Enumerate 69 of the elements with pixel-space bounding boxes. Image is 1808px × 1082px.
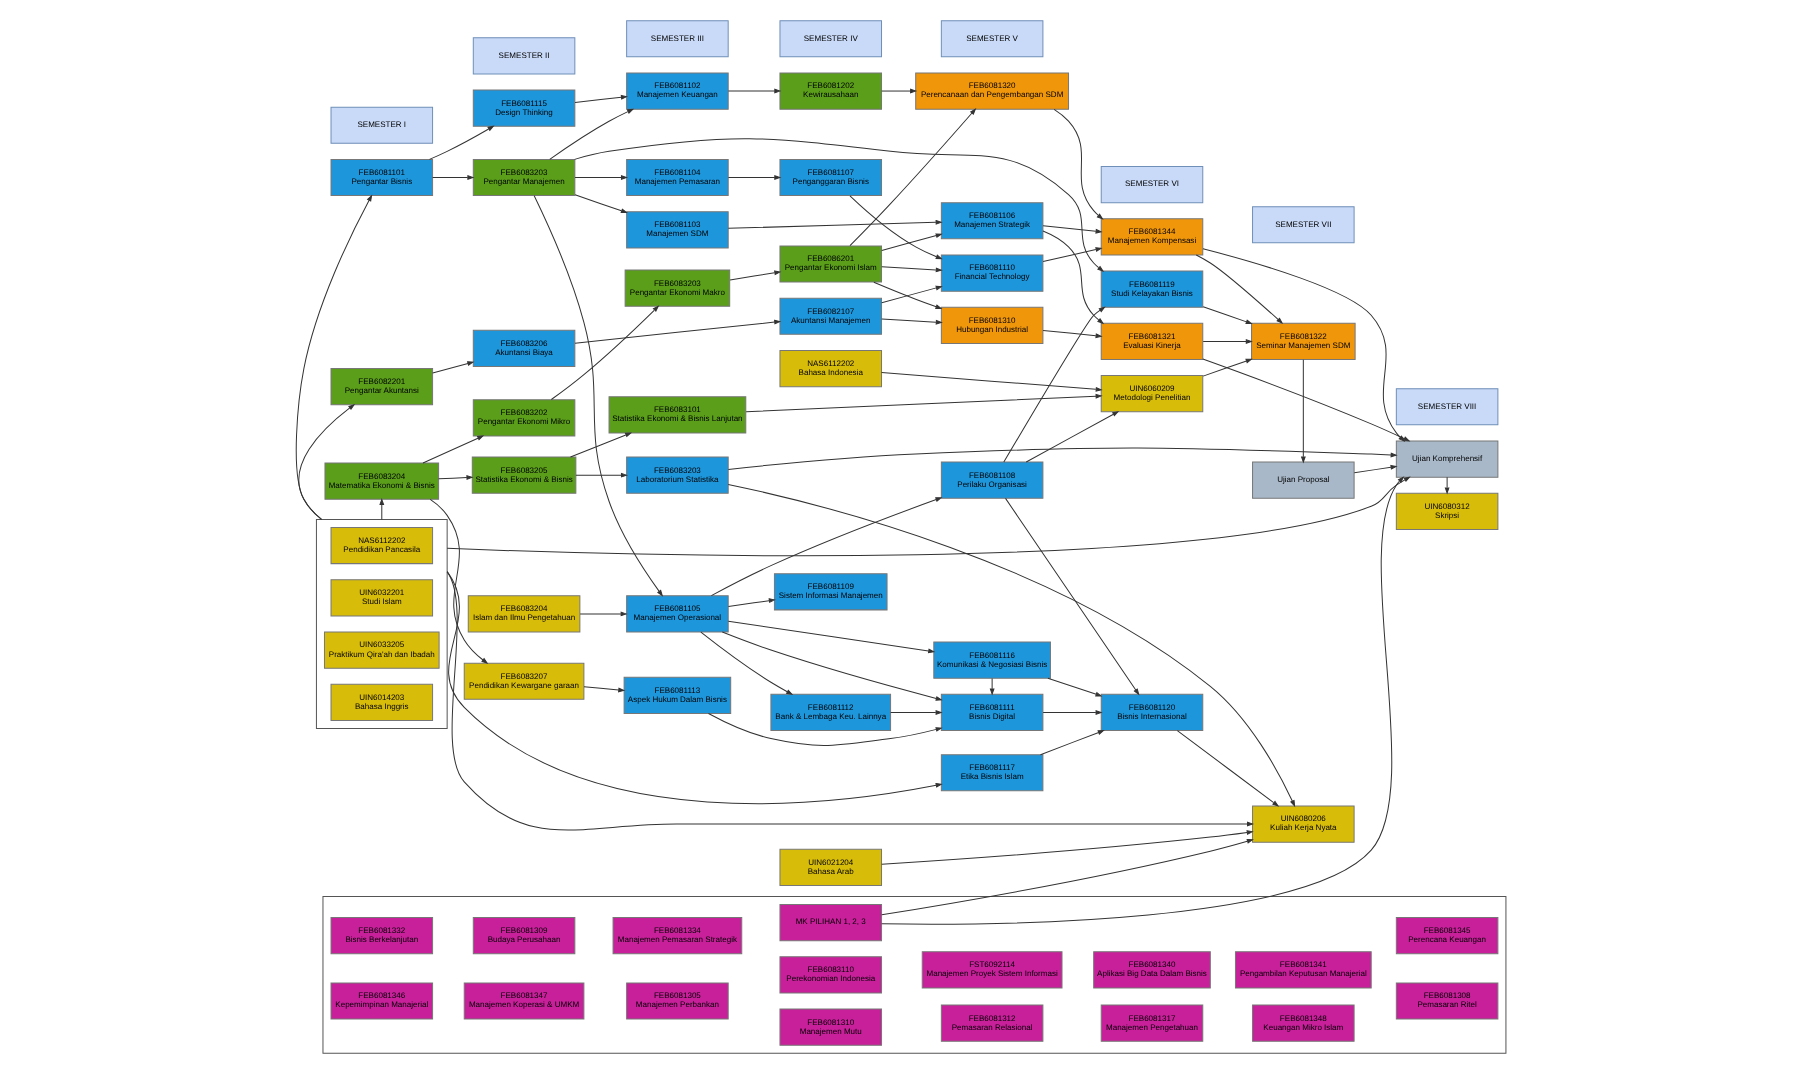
arrow	[720, 631, 942, 701]
arrow	[880, 476, 1404, 925]
arrow	[726, 219, 942, 229]
cluster	[314, 518, 447, 730]
arrow	[726, 88, 781, 94]
arrow	[728, 270, 781, 281]
arrow	[988, 677, 994, 696]
arrow	[880, 830, 1253, 865]
arrow	[880, 88, 917, 94]
arrow	[428, 125, 494, 160]
arrow	[1299, 359, 1305, 464]
arrow	[445, 476, 1410, 557]
arrow	[880, 318, 942, 325]
arrow	[1004, 497, 1139, 696]
arrow	[568, 432, 632, 458]
arrow	[889, 709, 942, 715]
arrow	[699, 631, 793, 695]
cluster	[321, 895, 1506, 1054]
arrow	[1039, 730, 1104, 756]
arrow	[532, 195, 663, 597]
arrow	[548, 108, 634, 160]
arrow	[880, 266, 942, 273]
arrow	[573, 94, 627, 103]
arrow	[726, 447, 1397, 470]
arrow	[573, 138, 1104, 272]
arrow	[1201, 306, 1252, 325]
arrow	[1024, 411, 1119, 463]
arrow	[848, 108, 976, 247]
arrow	[880, 233, 942, 251]
arrow	[1352, 464, 1397, 474]
arrow	[1041, 709, 1102, 715]
arrow	[872, 281, 942, 309]
arrow	[582, 686, 625, 693]
arrow	[848, 195, 942, 260]
arrow	[744, 393, 1102, 413]
arrow	[1041, 247, 1102, 263]
arrow	[437, 475, 473, 481]
arrow	[573, 319, 781, 344]
arrow	[573, 175, 627, 180]
arrow	[574, 472, 628, 478]
arrow	[1443, 476, 1449, 495]
arrow	[1175, 730, 1279, 807]
arrow	[294, 194, 372, 520]
arrow	[1194, 254, 1283, 324]
arrow	[1046, 677, 1102, 697]
arrow	[880, 372, 1102, 392]
arrow	[578, 611, 627, 617]
arrow	[1041, 225, 1102, 234]
arrow	[1201, 358, 1252, 377]
arrow	[421, 435, 484, 464]
arrow	[726, 620, 935, 654]
arrow	[709, 497, 942, 597]
arrow	[706, 713, 942, 747]
arrow	[880, 285, 942, 304]
arrow	[1052, 108, 1103, 220]
arrow	[573, 194, 627, 214]
arrow	[1041, 329, 1102, 339]
arrow	[378, 497, 384, 520]
arrow	[880, 838, 1253, 916]
arrow	[1201, 338, 1252, 344]
arrow	[726, 483, 1295, 808]
arrow	[1041, 230, 1104, 325]
arrow	[431, 175, 474, 180]
arrow	[549, 305, 659, 401]
arrow	[1002, 306, 1105, 463]
arrow	[726, 598, 775, 608]
arrow	[428, 498, 488, 664]
arrow	[431, 361, 474, 374]
arrow	[726, 175, 781, 180]
